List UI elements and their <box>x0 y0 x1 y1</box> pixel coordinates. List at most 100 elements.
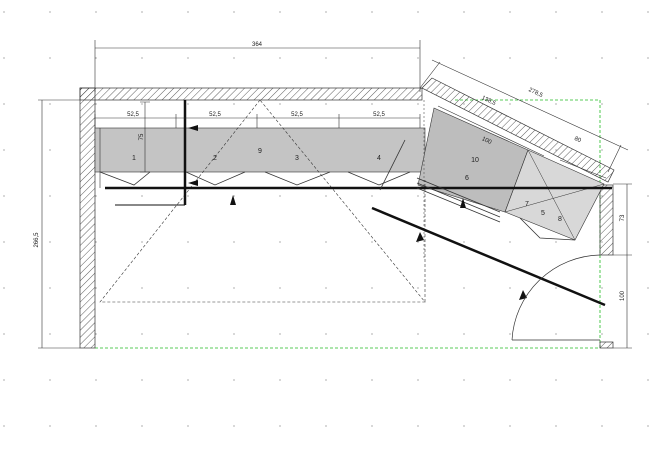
grid-dot <box>279 241 281 243</box>
grid-dot <box>187 333 189 335</box>
grid-dot <box>601 149 603 151</box>
grid-dot <box>601 425 603 427</box>
grid-dot <box>3 333 5 335</box>
grid-dot <box>279 333 281 335</box>
grid-dot <box>95 57 97 59</box>
grid-dot <box>49 287 51 289</box>
grid-dot <box>3 11 5 13</box>
grid-dot <box>371 379 373 381</box>
dim-angled-total: 278,5 <box>527 87 544 99</box>
item-number: 3 <box>295 155 299 162</box>
grid-dot <box>95 425 97 427</box>
grid-dot <box>601 379 603 381</box>
grid-dot <box>3 425 5 427</box>
grid-dot <box>371 333 373 335</box>
grid-dot <box>601 103 603 105</box>
grid-dot <box>417 195 419 197</box>
grid-dot <box>417 379 419 381</box>
grid-dot <box>279 425 281 427</box>
grid-dot <box>509 103 511 105</box>
grid-dot <box>555 103 557 105</box>
grid-dot <box>233 103 235 105</box>
item-number: 9 <box>258 148 262 155</box>
item-number: 2 <box>213 155 217 162</box>
left-wall <box>79 87 96 349</box>
room-boundary <box>95 99 601 349</box>
grid-dot <box>233 57 235 59</box>
grid-dot <box>371 425 373 427</box>
grid-dot <box>555 287 557 289</box>
grid-dot <box>233 287 235 289</box>
top-wall <box>79 87 423 101</box>
grid-dot <box>141 195 143 197</box>
grid-dot <box>49 103 51 105</box>
grid-dot <box>187 103 189 105</box>
grid-dot <box>371 287 373 289</box>
grid-dot <box>95 287 97 289</box>
grid-dot <box>417 11 419 13</box>
grid-dot <box>279 195 281 197</box>
grid-dot <box>555 379 557 381</box>
grid-dot <box>371 57 373 59</box>
grid-dot <box>141 425 143 427</box>
grid-dot <box>509 333 511 335</box>
dim-angled-corner: 80 <box>573 136 582 145</box>
grid-dot <box>417 425 419 427</box>
dim-right-upper: 73 <box>620 214 626 221</box>
grid-dot <box>325 103 327 105</box>
grid-dot <box>325 241 327 243</box>
grid-dot <box>141 379 143 381</box>
dim-right-door: 100 <box>620 290 626 301</box>
grid-dot <box>325 195 327 197</box>
grid-dot <box>187 11 189 13</box>
grid-dot <box>141 57 143 59</box>
grid-dot <box>647 11 649 13</box>
grid-dot <box>371 103 373 105</box>
grid-dot <box>187 425 189 427</box>
item-number: 4 <box>377 155 381 162</box>
grid-dot <box>3 103 5 105</box>
dim-segment: 52,5 <box>127 112 139 118</box>
grid-dot <box>49 425 51 427</box>
grid-dot <box>141 103 143 105</box>
grid-dot <box>325 57 327 59</box>
grid-dot <box>371 11 373 13</box>
grid-dot <box>647 195 649 197</box>
grid-dot <box>325 11 327 13</box>
grid-dot <box>647 425 649 427</box>
dim-segment: 52,5 <box>291 112 303 118</box>
right-wall-stub <box>599 341 614 349</box>
grid-dot <box>555 333 557 335</box>
counter <box>94 127 426 173</box>
grid-dot <box>95 195 97 197</box>
grid-dot <box>95 11 97 13</box>
grid-dot <box>3 149 5 151</box>
item-number: 1 <box>132 155 136 162</box>
grid-dot <box>325 379 327 381</box>
item-number: 10 <box>471 157 479 164</box>
grid-dot <box>647 379 649 381</box>
grid-dot <box>417 241 419 243</box>
grid-dot <box>647 333 649 335</box>
grid-dot <box>3 287 5 289</box>
grid-dot <box>49 195 51 197</box>
grid-dot <box>647 57 649 59</box>
grid-dot <box>417 57 419 59</box>
grid-dot <box>601 57 603 59</box>
item-number: 8 <box>558 216 562 223</box>
dim-segment: 52,5 <box>373 112 385 118</box>
grid-dot <box>325 425 327 427</box>
grid-dot <box>279 57 281 59</box>
grid-dot <box>3 195 5 197</box>
dim-left-height: 266,5 <box>34 232 40 248</box>
grid-dot <box>463 333 465 335</box>
grid-dot <box>49 57 51 59</box>
grid-dot <box>49 11 51 13</box>
item-number: 6 <box>465 175 469 182</box>
grid-dot <box>233 333 235 335</box>
grid-dot <box>279 103 281 105</box>
right-wall <box>599 184 614 256</box>
grid-dot <box>141 333 143 335</box>
grid-dot <box>555 57 557 59</box>
